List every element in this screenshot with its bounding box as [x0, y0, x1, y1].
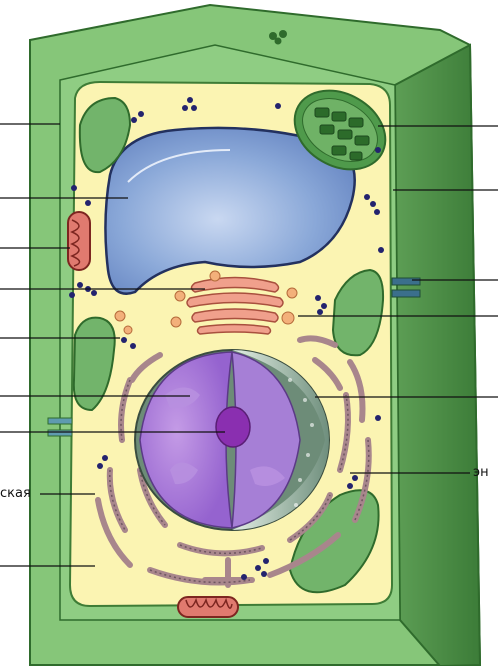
label-partial-left: ская: [0, 487, 31, 500]
mitochondrion-bottom: [178, 597, 238, 617]
label-partial-right: эн: [473, 466, 489, 479]
nucleolus: [216, 407, 250, 447]
cell-wall-side: [395, 45, 480, 666]
mitochondrion-left: [68, 212, 90, 270]
